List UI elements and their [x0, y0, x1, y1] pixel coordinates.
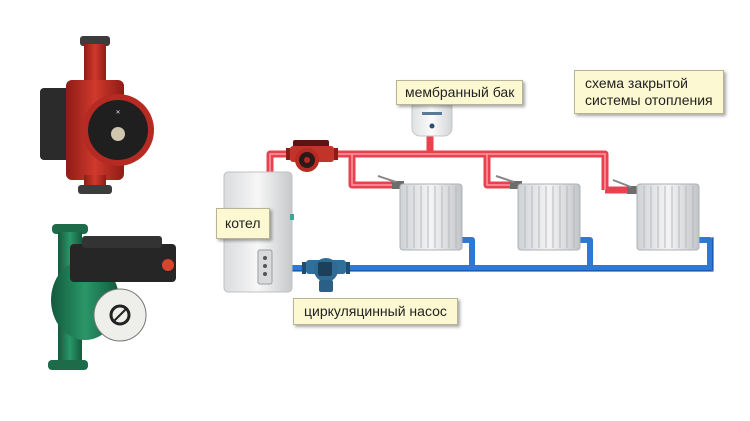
membrane-tank-label: мембранный бак [396, 80, 524, 105]
supply-line-pump [286, 140, 338, 172]
scheme-title-label: схема закрытой системы отопления [574, 70, 724, 114]
radiator-valves [377, 175, 639, 194]
boiler-label: котел [216, 208, 270, 239]
red-circulation-pump-photo: ✕ [40, 36, 154, 194]
scheme-title-line-1: схема закрытой [585, 75, 688, 91]
circulation-pump-label: циркуляцинный насос [293, 298, 458, 325]
radiator-2 [517, 183, 581, 251]
scheme-title-line-2: системы отопления [585, 92, 713, 108]
radiator-1 [399, 183, 463, 251]
green-circulation-pump-photo [48, 224, 176, 370]
return-line-pump [302, 258, 350, 292]
svg-text:✕: ✕ [115, 110, 120, 116]
supply-pipes-highlight [269, 153, 606, 190]
membrane-tank [411, 99, 453, 137]
radiator-3 [636, 183, 700, 251]
return-pipes-outline [278, 237, 714, 272]
